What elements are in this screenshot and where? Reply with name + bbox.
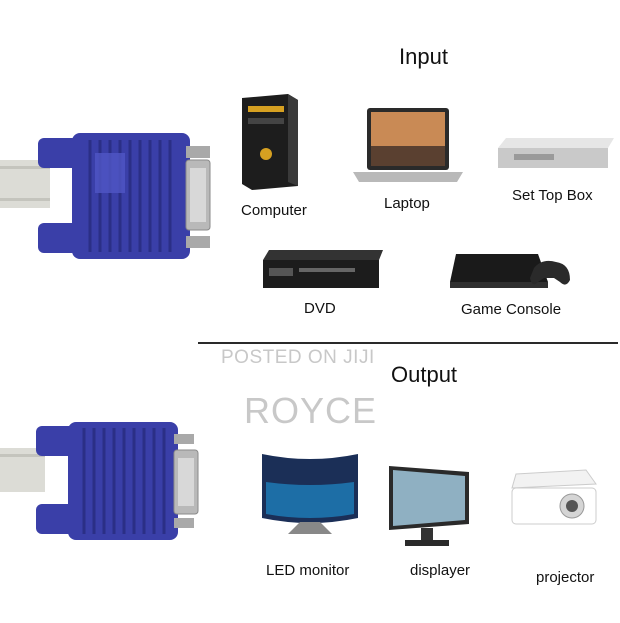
watermark-line2: ROYCE	[244, 390, 378, 431]
device-label-dvd: DVD	[304, 300, 336, 317]
device-label-displayer: displayer	[410, 562, 471, 579]
laptop-icon	[353, 108, 463, 182]
section-divider	[198, 342, 618, 344]
watermark-line1: POSTED ON JIJI	[221, 347, 375, 368]
curved-led-monitor-icon	[262, 454, 358, 534]
game-console-icon	[450, 254, 570, 288]
thumbscrew-lower	[38, 223, 78, 253]
device-label-laptop: Laptop	[384, 195, 430, 212]
device-label-projector: projector	[536, 569, 595, 586]
vga-connector-top	[0, 133, 211, 259]
device-label-led-monitor: LED monitor	[266, 562, 350, 579]
display-monitor-icon	[389, 466, 469, 546]
device-label-computer: Computer	[241, 202, 307, 219]
thumbscrew-lower	[36, 504, 76, 534]
device-label-set-top-box: Set Top Box	[512, 187, 593, 204]
vga-connector-bottom	[0, 422, 199, 540]
desktop-tower-icon	[242, 94, 298, 190]
thumbscrew-upper	[38, 138, 78, 168]
projector-icon	[511, 469, 597, 525]
input-heading: Input	[399, 44, 448, 69]
device-label-game-console: Game Console	[461, 301, 562, 318]
output-heading: Output	[391, 362, 458, 387]
thumbscrew-upper	[36, 426, 76, 456]
dvd-player-icon	[263, 250, 383, 288]
set-top-box-icon	[498, 138, 614, 168]
